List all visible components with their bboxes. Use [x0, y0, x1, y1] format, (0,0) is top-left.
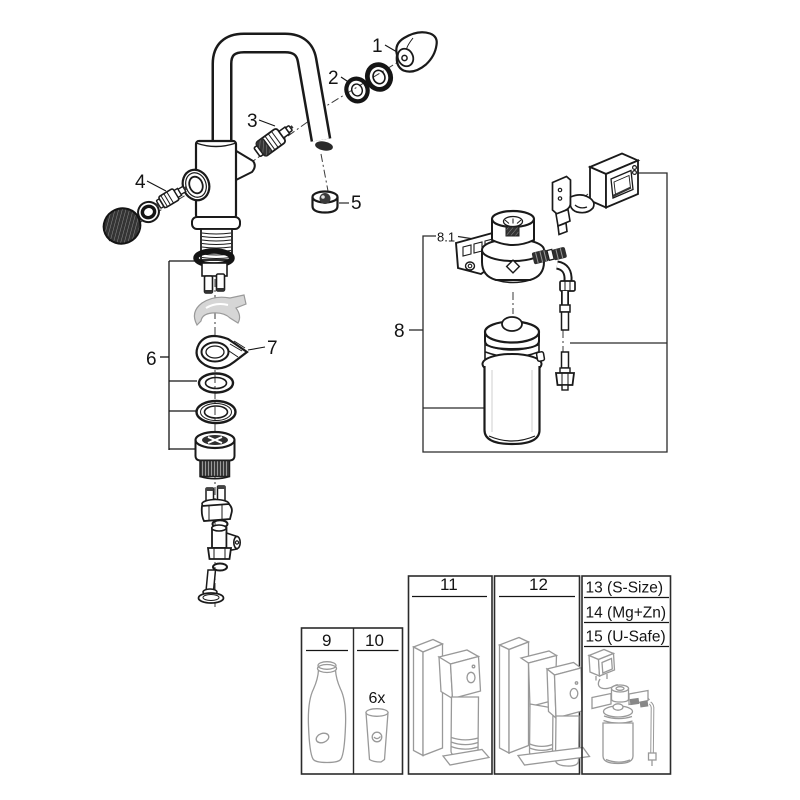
panel-15-label: 15 (U-Safe) — [586, 629, 666, 646]
callout-6-bracket — [160, 260, 197, 450]
hose-tail — [197, 569, 225, 604]
o-ring-outer — [364, 62, 394, 92]
carafe — [307, 661, 347, 764]
panel-11: 11 — [407, 575, 493, 775]
callout-8-1: 8.1 — [437, 230, 455, 245]
filter-group-8 — [409, 152, 668, 453]
knurled-cap — [102, 207, 142, 245]
aerator-valve — [155, 185, 188, 209]
small-washer — [212, 562, 228, 572]
nozzle-part-5 — [311, 190, 339, 214]
callout-3: 3 — [247, 111, 258, 132]
check-valve — [200, 485, 233, 522]
panel-9-label: 9 — [322, 631, 331, 650]
panel-11-label: 11 — [440, 575, 458, 594]
callout-2: 2 — [328, 68, 339, 89]
panel-10-label: 10 — [365, 631, 384, 650]
panel-9-10: 9 10 6x — [300, 627, 404, 775]
callout-6: 6 — [146, 349, 157, 370]
panel-13-label: 13 (S-Size) — [586, 580, 664, 597]
aerator-parts-4 — [102, 185, 188, 245]
display-unit — [587, 152, 641, 209]
soda-maker-single — [411, 638, 491, 766]
washer-thin — [197, 372, 235, 394]
panel-14-label: 14 (Mg+Zn) — [586, 605, 667, 622]
body-flange — [191, 216, 241, 230]
aerator-washer — [137, 200, 160, 224]
filter-cartridge — [481, 316, 546, 446]
callouts: 1 2 3 4 5 6 7 8 8.1 — [135, 36, 455, 370]
panel-13-15: 13 (S-Size) 14 (Mg+Zn) 15 (U-Safe) — [581, 575, 672, 775]
callout-4: 4 — [135, 172, 146, 193]
mounting-parts-6 — [193, 248, 249, 480]
soda-maker-double — [497, 636, 591, 767]
faucet-body — [181, 139, 256, 261]
wing-nut-part-7 — [195, 334, 249, 370]
seal-rings-part-2 — [344, 62, 394, 104]
washer-ring — [344, 76, 370, 104]
wall-bracket — [551, 175, 595, 236]
body-right-port — [231, 147, 256, 182]
filter-head — [454, 209, 576, 292]
valve-part-3 — [253, 125, 294, 157]
head-connectors — [531, 247, 567, 265]
washer-wide — [195, 399, 237, 425]
t-fitting — [206, 524, 242, 560]
panel-12-label: 12 — [529, 575, 548, 594]
display-screen — [610, 169, 634, 199]
callout-8: 8 — [394, 321, 405, 342]
filter-hose — [554, 291, 576, 391]
callout-7: 7 — [267, 338, 278, 359]
spout-outlet-end — [315, 141, 333, 151]
callout-1: 1 — [372, 36, 383, 57]
mounting-nut — [194, 430, 236, 480]
filter-kit-mini — [587, 648, 657, 766]
handle-part-1 — [395, 31, 438, 73]
callout-5: 5 — [351, 193, 362, 214]
panel-12: 12 — [493, 575, 591, 775]
quantity-6x: 6x — [369, 690, 386, 707]
escutcheon-clip — [193, 294, 247, 326]
spout-tube — [211, 32, 333, 158]
glass-cup — [365, 708, 389, 763]
